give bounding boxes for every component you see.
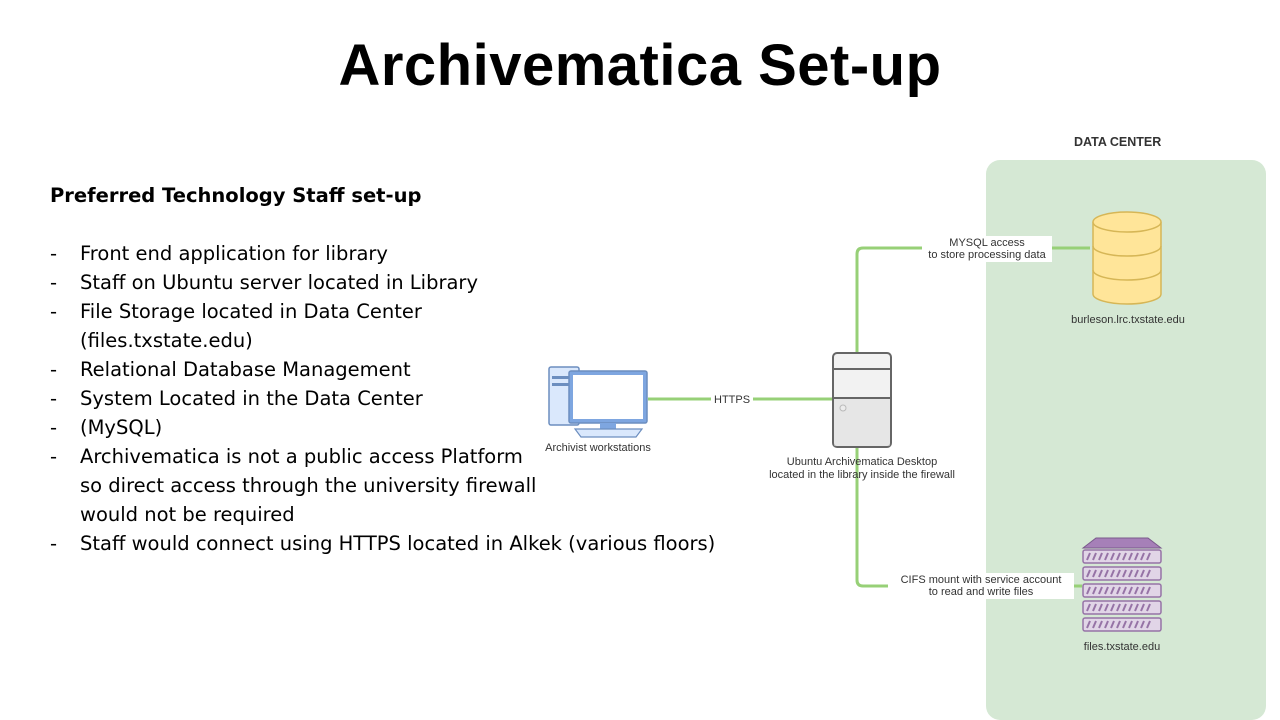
setup-text-block: Preferred Technology Staff set-up -Front…: [50, 181, 750, 558]
bullet-item: -Archivematica is not a public access Pl…: [50, 442, 750, 529]
setup-bullet-list: -Front end application for library-Staff…: [50, 239, 750, 558]
bullet-text: (MySQL): [80, 416, 163, 439]
slide-title: Archivematica Set-up: [338, 33, 942, 98]
server-label: Ubuntu Archivematica Desktop located in …: [752, 456, 972, 482]
cifs-connector: [855, 447, 1082, 588]
storage-icon: [1081, 537, 1163, 632]
bullet-dash: -: [50, 358, 58, 381]
bullet-dash: -: [50, 416, 58, 439]
mysql-connector: [855, 246, 1090, 352]
mysql-access-label: MYSQL access to store processing data: [922, 236, 1052, 262]
bullet-item: -Front end application for library: [50, 239, 750, 268]
bullet-text: Archivematica is not a public access Pla…: [80, 445, 523, 468]
bullet-item: -Staff on Ubuntu server located in Libra…: [50, 268, 750, 297]
bullet-dash: -: [50, 387, 58, 410]
bullet-dash: -: [50, 532, 58, 555]
mysql-label-line-1: MYSQL access: [949, 237, 1025, 249]
https-label: HTTPS: [711, 393, 754, 407]
workstation-icon: [548, 366, 648, 438]
server-label-line-2: located in the library inside the firewa…: [769, 469, 955, 481]
bullet-item: -Relational Database Management: [50, 355, 750, 384]
bullet-text: File Storage located in Data Center: [80, 300, 422, 323]
bullet-item: -File Storage located in Data Center (fil…: [50, 297, 750, 355]
bullet-item: -System Located in the Data Center: [50, 384, 750, 413]
bullet-text: Front end application for library: [80, 242, 388, 265]
cifs-label-line-2: to read and write files: [928, 586, 1034, 598]
database-label: burleson.lrc.txstate.edu: [1071, 314, 1185, 326]
bullet-text: Relational Database Management: [80, 358, 411, 381]
cifs-mount-label: CIFS mount with service account to read …: [888, 573, 1074, 599]
cifs-label-line-1: CIFS mount with service account: [900, 574, 1062, 586]
server-icon: [832, 352, 892, 448]
bullet-dash: -: [50, 271, 58, 294]
workstation-label: Archivist workstations: [545, 442, 651, 454]
storage-label: files.txstate.edu: [1083, 641, 1161, 653]
bullet-text: System Located in the Data Center: [80, 387, 423, 410]
bullet-text: Staff would connect using HTTPS located …: [80, 532, 716, 555]
mysql-label-line-2: to store processing data: [928, 249, 1046, 261]
data-center-label: DATA CENTER: [1074, 135, 1162, 149]
bullet-dash: -: [50, 242, 58, 265]
database-icon: [1092, 211, 1162, 305]
bullet-text: would not be required: [80, 503, 295, 526]
bullet-text: (files.txstate.edu): [80, 329, 253, 352]
setup-heading: Preferred Technology Staff set-up: [50, 184, 422, 207]
bullet-text: so direct access through the university …: [80, 474, 537, 497]
bullet-dash: -: [50, 300, 58, 323]
bullet-text: Staff on Ubuntu server located in Librar…: [80, 271, 478, 294]
bullet-dash: -: [50, 445, 58, 468]
server-label-line-1: Ubuntu Archivematica Desktop: [786, 456, 938, 468]
bullet-item: -(MySQL): [50, 413, 750, 442]
bullet-item: -Staff would connect using HTTPS located…: [50, 529, 750, 558]
